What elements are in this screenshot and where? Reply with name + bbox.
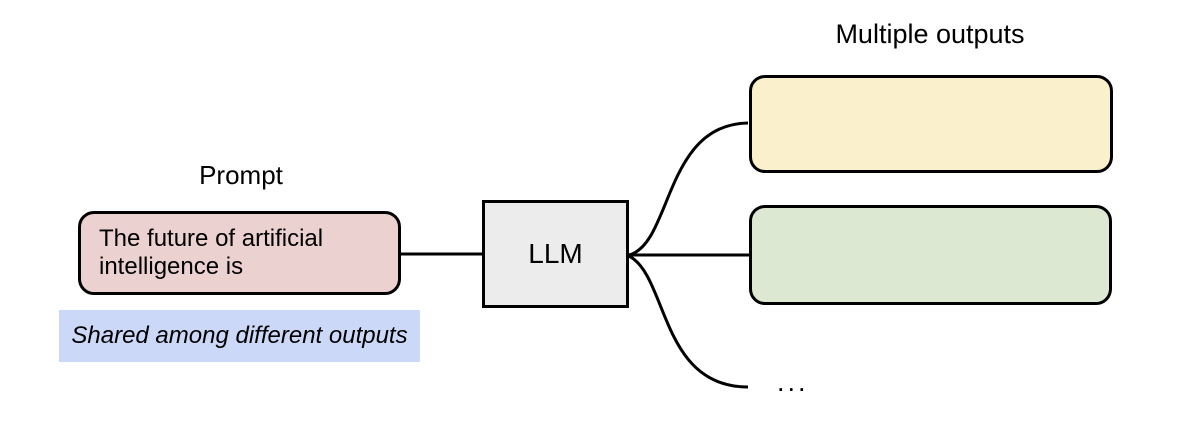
shared-prompt-note: Shared among different outputs [59, 310, 420, 362]
llm-box: LLM [482, 200, 629, 308]
connector-llm-to-ellipsis [628, 254, 749, 389]
prompt-label: Prompt [199, 160, 283, 190]
shared-prompt-note-text: Shared among different outputs [71, 322, 408, 349]
connector-llm-to-output-1 [628, 121, 749, 257]
prompt-box-text: The future of artificial intelligence is [99, 225, 324, 280]
output-box-1 [749, 75, 1113, 173]
prompt-box: The future of artificial intelligence is [78, 211, 401, 295]
output-box-2 [749, 205, 1112, 305]
more-outputs-ellipsis: ... [777, 367, 809, 397]
multiple-outputs-label: Multiple outputs [835, 19, 1025, 49]
llm-box-label: LLM [528, 238, 583, 269]
